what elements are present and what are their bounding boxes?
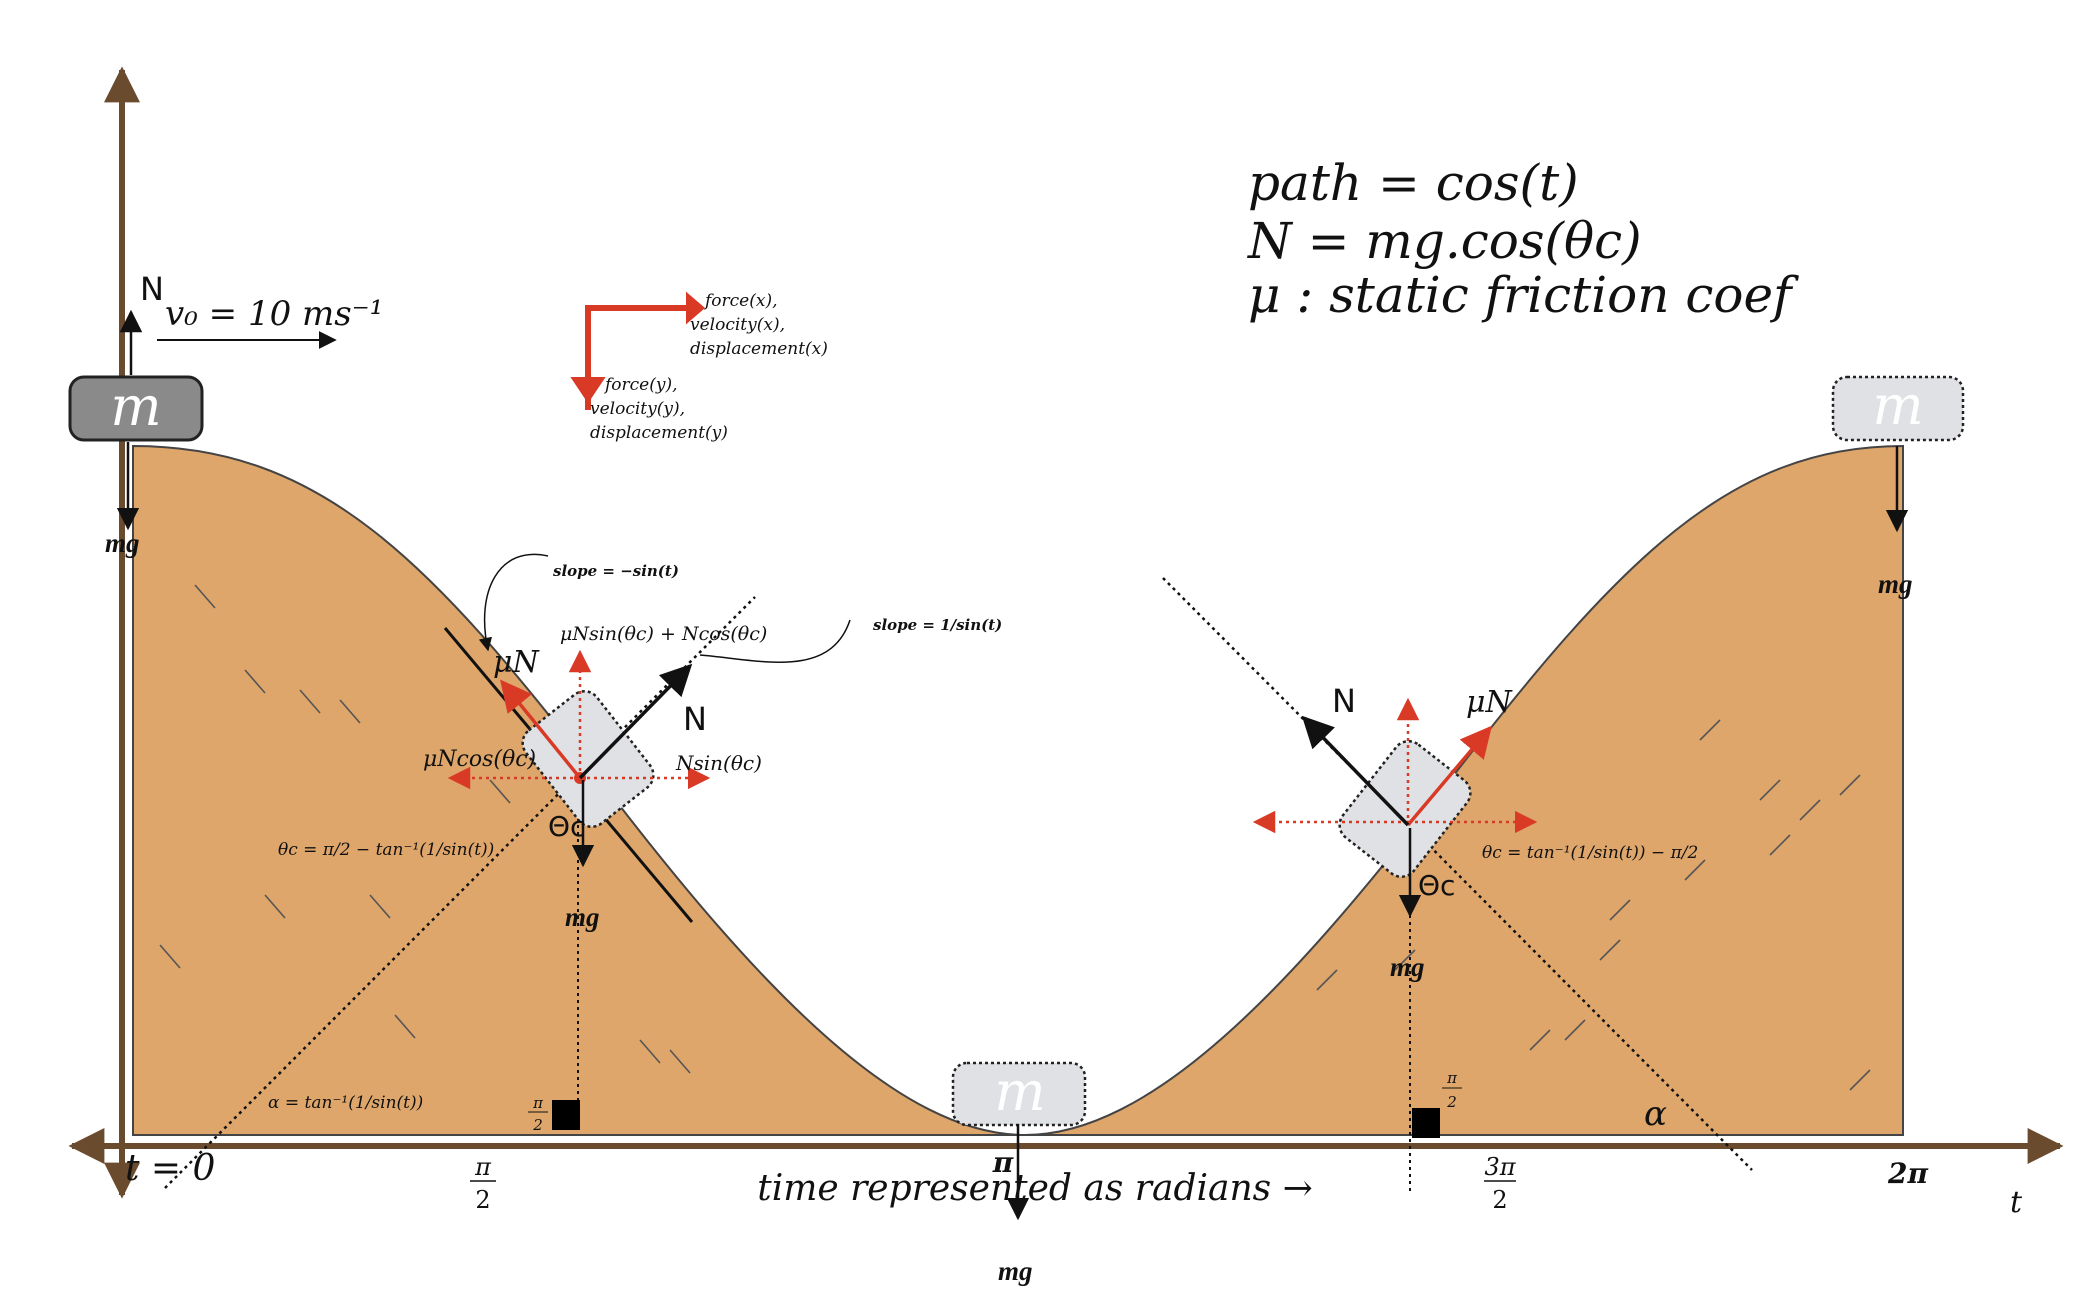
svg-text:N: N — [1332, 682, 1356, 720]
svg-text:slope = 1/sin(t): slope = 1/sin(t) — [873, 616, 1002, 634]
svg-text:θc = π/2 − tan⁻¹(1/sin(t)): θc = π/2 − tan⁻¹(1/sin(t)) — [278, 840, 494, 860]
svg-text:Θc: Θc — [548, 810, 585, 843]
tick-three-pi-half: 3π 2 — [1484, 1153, 1517, 1214]
svg-text:μNcos(θc): μNcos(θc) — [423, 747, 536, 772]
svg-text:force(y),: force(y), — [603, 375, 678, 395]
svg-text:μN: μN — [493, 645, 540, 680]
svg-text:mg: mg — [998, 1256, 1033, 1286]
svg-text:slope = −sin(t): slope = −sin(t) — [553, 562, 679, 580]
axis-t-label: t — [2010, 1185, 2023, 1220]
right-angle-marker-right — [1412, 1108, 1440, 1138]
right-angle-marker — [552, 1100, 580, 1130]
tick-two-pi: 2π — [1887, 1157, 1928, 1190]
svg-text:3π: 3π — [1484, 1153, 1516, 1181]
svg-text:α: α — [1644, 1094, 1667, 1134]
svg-text:mg: mg — [105, 528, 140, 558]
svg-text:mg: mg — [565, 902, 600, 932]
svg-text:π: π — [532, 1094, 544, 1112]
svg-text:m: m — [110, 375, 161, 438]
tick-pi-half: π 2 — [470, 1153, 496, 1214]
svg-text:μN: μN — [1466, 685, 1513, 720]
svg-text:mg: mg — [1878, 569, 1913, 599]
normal-line — [164, 596, 756, 1189]
svg-text:2: 2 — [475, 1186, 490, 1214]
svg-text:displacement(x): displacement(x) — [690, 339, 828, 359]
svg-text:m: m — [994, 1060, 1045, 1123]
normal-line-right — [1162, 577, 1753, 1171]
svg-text:N: N — [683, 700, 707, 738]
svg-text:θc = tan⁻¹(1/sin(t)) − π/2: θc = tan⁻¹(1/sin(t)) − π/2 — [1482, 843, 1698, 863]
mass-bottom: m mg — [951, 1060, 1087, 1286]
direction-legend: force(x), velocity(x), displacement(x) f… — [570, 291, 828, 443]
axes — [68, 66, 2064, 1199]
svg-text:2: 2 — [532, 1116, 543, 1134]
equation-path: path = cos(t) — [1248, 154, 1579, 212]
svg-text:force(x),: force(x), — [703, 291, 778, 311]
mass-end: m mg — [1831, 374, 1965, 599]
svg-text:velocity(x),: velocity(x), — [690, 315, 785, 335]
mass-start: N m mg — [68, 270, 204, 558]
left-slope-analysis: π 2 μN N μNcos(θc) Nsin(θc) μNsin(θc) + … — [164, 553, 1002, 1189]
svg-text:α = tan⁻¹(1/sin(t)): α = tan⁻¹(1/sin(t)) — [268, 1093, 423, 1113]
svg-text:mg: mg — [1390, 952, 1425, 982]
svg-text:Θc: Θc — [1418, 869, 1455, 902]
ground-hatching — [159, 584, 1871, 1091]
terrain-cosine-curve — [132, 444, 1904, 1137]
time-caption: time represented as radians → — [757, 1168, 1313, 1209]
equation-mu: μ : static friction coef — [1248, 266, 1799, 324]
tick-pi: π — [992, 1146, 1014, 1179]
svg-text:m: m — [1872, 374, 1923, 437]
svg-text:velocity(y),: velocity(y), — [590, 399, 685, 419]
svg-text:μNsin(θc) + Ncos(θc): μNsin(θc) + Ncos(θc) — [560, 623, 767, 645]
right-slope-analysis: π 2 μN N Θc mg θc = tan⁻¹(1/sin(t)) − π/… — [1162, 577, 1753, 1195]
equation-normal: N = mg.cos(θc) — [1247, 212, 1642, 270]
svg-text:Nsin(θc): Nsin(θc) — [675, 751, 762, 775]
svg-text:N: N — [140, 270, 164, 308]
svg-text:2: 2 — [1492, 1186, 1507, 1214]
svg-text:displacement(y): displacement(y) — [590, 423, 728, 443]
svg-text:2: 2 — [1446, 1093, 1457, 1111]
svg-text:π: π — [1446, 1069, 1458, 1087]
initial-velocity-label: v₀ = 10 ms⁻¹ — [165, 294, 383, 334]
svg-text:π: π — [474, 1153, 492, 1181]
